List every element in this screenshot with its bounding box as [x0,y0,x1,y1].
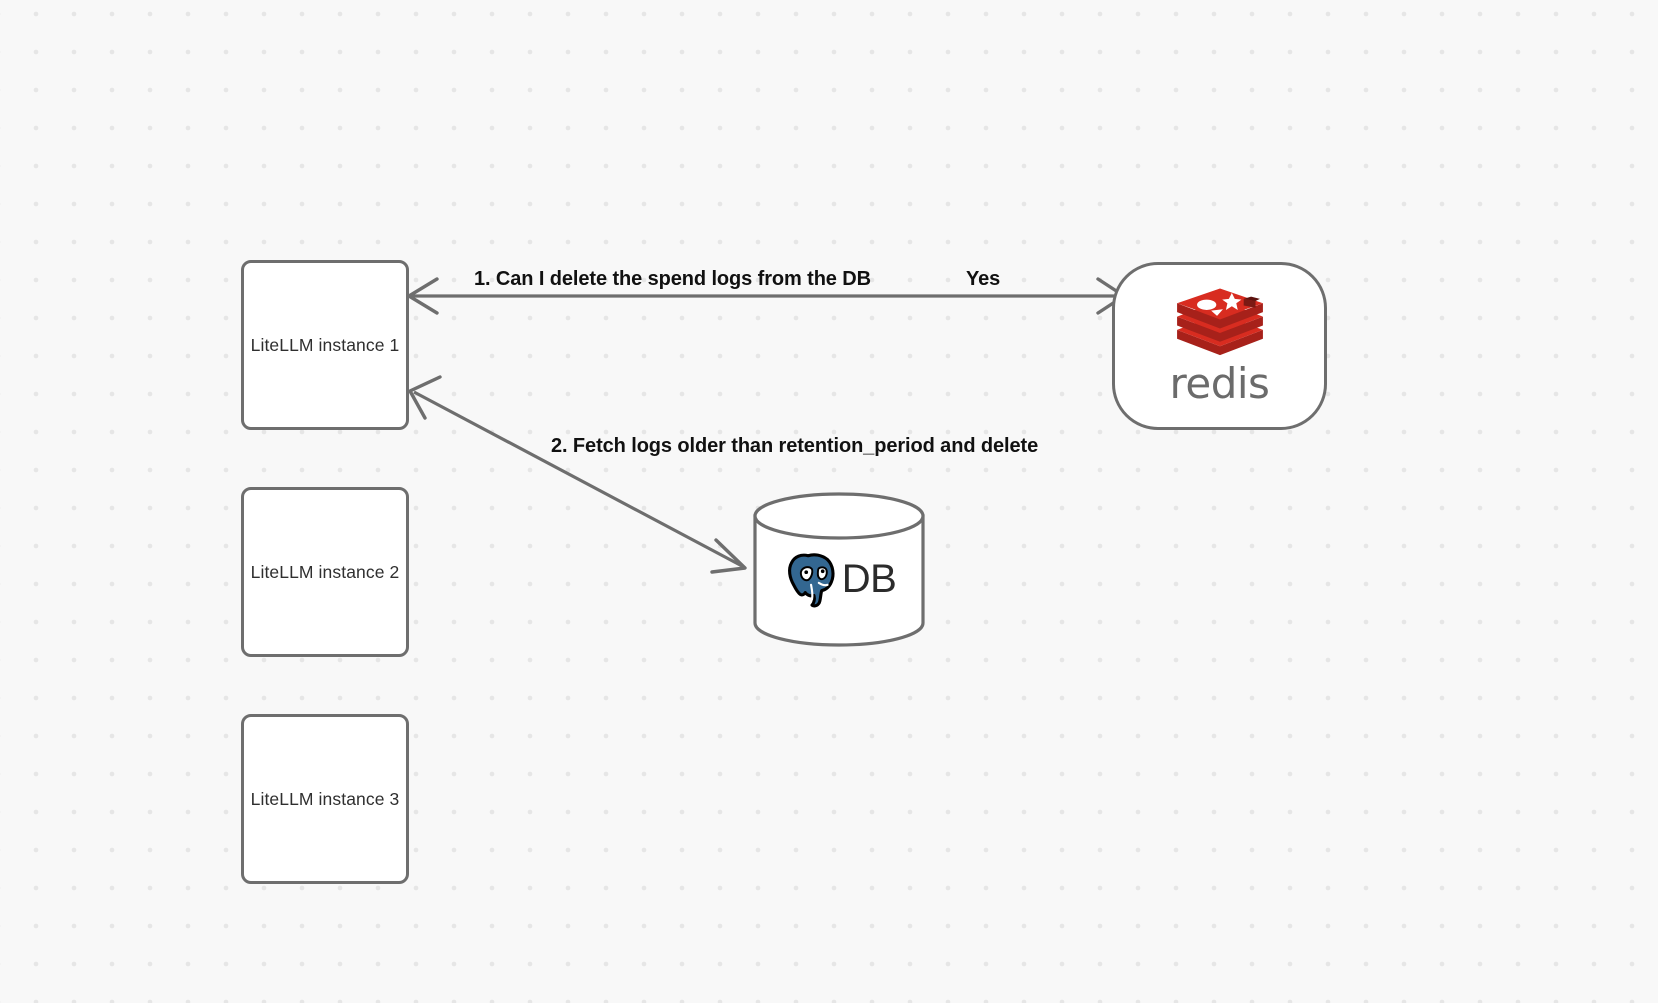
database-cylinder-shape [753,492,925,647]
node-label-litellm-instance-3: LiteLLM instance 3 [250,788,400,809]
arrowhead-left-litellm1 [407,277,439,315]
arrowhead-litellm1-diagonal [408,375,442,420]
arrowhead-db-diagonal [710,538,747,574]
node-label-litellm-instance-1: LiteLLM instance 1 [250,334,400,355]
database-label: DB [841,557,897,601]
redis-wordmark: redis [1169,359,1270,408]
database-logo-row: DB [753,536,925,622]
redis-logo-icon [1176,288,1263,356]
node-litellm-instance-3[interactable]: LiteLLM instance 3 [241,714,409,884]
node-label-litellm-instance-2: LiteLLM instance 2 [250,561,400,582]
postgresql-elephant-icon [787,553,835,608]
edge-line-litellm1-db [413,390,743,568]
edge-label-yes: Yes [966,268,1001,290]
node-database[interactable]: DB [753,492,925,647]
node-litellm-instance-1[interactable]: LiteLLM instance 1 [241,260,409,430]
node-litellm-instance-2[interactable]: LiteLLM instance 2 [241,487,409,657]
edge-label-fetch-logs: 2. Fetch logs older than retention_perio… [551,435,1039,457]
node-redis[interactable]: redis [1112,262,1327,430]
edge-label-delete-spend-logs: 1. Can I delete the spend logs from the … [474,268,871,290]
